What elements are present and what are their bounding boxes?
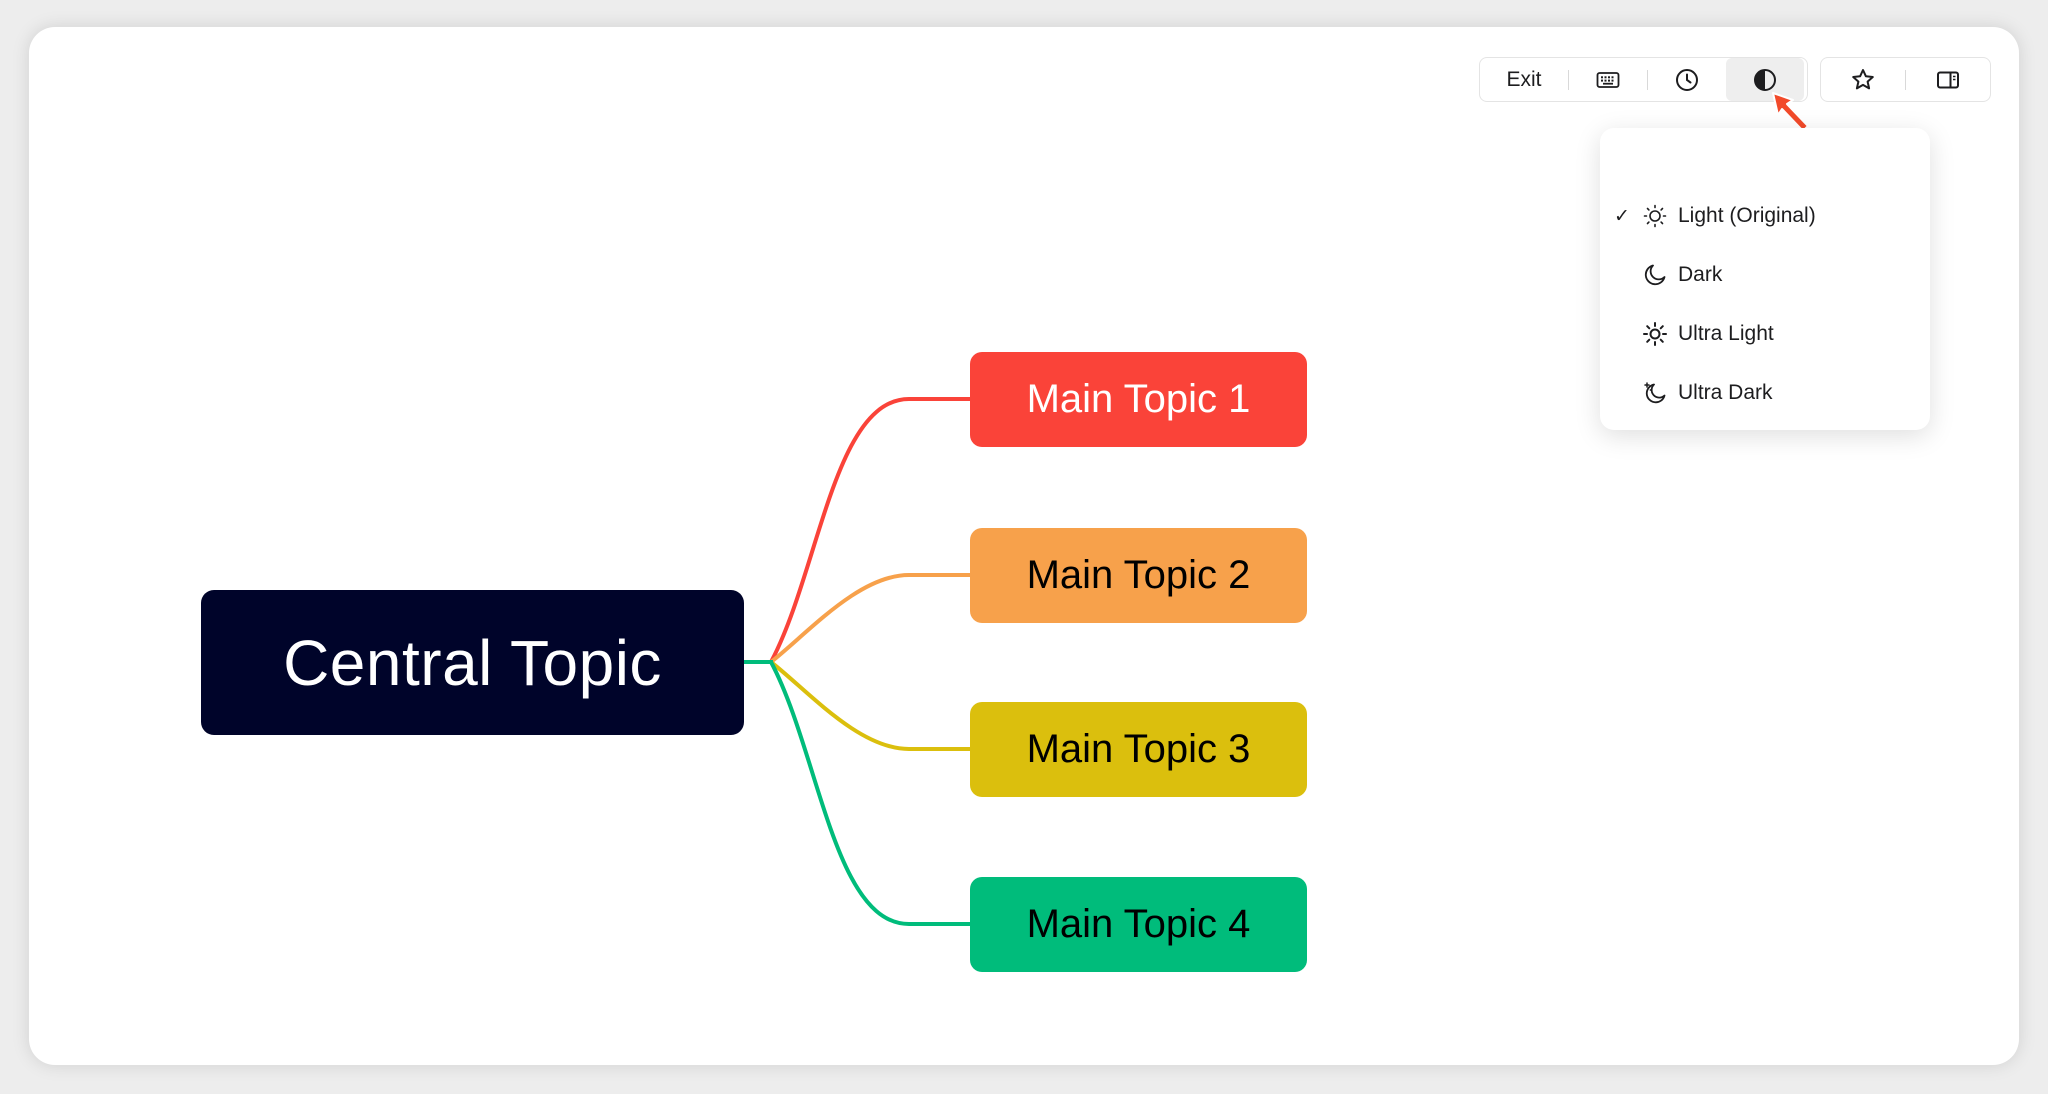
theme-option-ultra-dark[interactable]: Ultra Dark [1600,367,1930,419]
sidebar-toggle-button[interactable] [1906,58,1990,101]
history-button[interactable] [1648,58,1726,101]
theme-option-label: Ultra Dark [1678,381,1773,404]
exit-label: Exit [1506,67,1542,91]
star-icon [1852,68,1874,89]
sidebar-panel-icon [1937,71,1959,88]
favorite-button[interactable] [1821,58,1905,101]
branch-line-4 [769,661,970,926]
toolbar-divider [1568,69,1569,90]
theme-option-label: Dark [1678,263,1723,286]
theme-button[interactable] [1726,58,1804,101]
theme-contrast-icon [1754,68,1776,91]
branch-line-2 [769,573,970,664]
toolbar-main-group: Exit [1479,57,1808,102]
main-topic-label: Main Topic 2 [1026,553,1251,597]
toolbar-secondary-group [1820,57,1991,102]
branch-line-3 [769,660,970,751]
central-topic[interactable]: Central Topic [201,590,744,735]
toolbar-divider [1647,69,1648,90]
exit-button[interactable]: Exit [1480,58,1568,101]
history-clock-icon [1676,68,1698,91]
main-topic-label: Main Topic 4 [1026,902,1251,946]
branch-connectors [744,397,970,926]
selected-check-icon: ✓ [1614,205,1630,227]
moon-icon [1644,264,1666,286]
main-topic-4[interactable]: Main Topic 4 [970,877,1307,972]
main-topic-3[interactable]: Main Topic 3 [970,702,1307,797]
branch-line-1 [744,397,970,664]
theme-option-label: Light (Original) [1678,204,1816,227]
central-topic-label: Central Topic [283,626,662,699]
main-topic-label: Main Topic 3 [1026,727,1251,771]
main-topic-1[interactable]: Main Topic 1 [970,352,1307,447]
theme-option-dark[interactable]: Dark [1600,249,1930,301]
keyboard-shortcuts-button[interactable] [1569,58,1647,101]
keyboard-icon [1596,71,1620,88]
mindmap-window: Central Topic Main Topic 1 Main Topic 2 … [29,27,2019,1065]
theme-dropdown-menu: ✓ Light (Original) Dark [1600,128,1930,430]
sun-outline-icon [1643,204,1667,228]
toolbar-divider [1905,69,1906,90]
theme-option-label: Ultra Light [1678,322,1774,345]
sun-icon [1643,322,1667,346]
main-topic-label: Main Topic 1 [1026,377,1251,421]
moon-stars-icon [1644,382,1666,404]
theme-option-ultra-light[interactable]: Ultra Light [1600,308,1930,360]
theme-option-light-original[interactable]: ✓ Light (Original) [1600,190,1930,242]
main-topic-2[interactable]: Main Topic 2 [970,528,1307,623]
